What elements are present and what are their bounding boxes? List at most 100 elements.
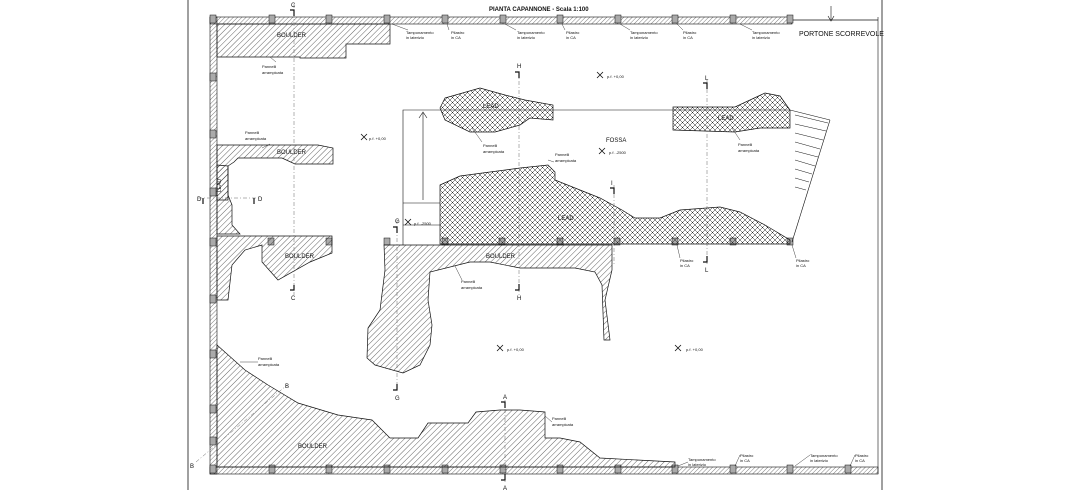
- annotation-text: arrampicata: [555, 158, 577, 163]
- annotation-text: p.f. -2500: [414, 221, 432, 226]
- annotation-text: D: [258, 197, 263, 203]
- annotation-text: I: [611, 181, 613, 187]
- annotation-text: Pannelli: [461, 279, 475, 284]
- lead-zone-pit: [439, 164, 791, 245]
- annotation-text: H: [517, 64, 521, 70]
- annotation-text: C: [291, 296, 296, 302]
- annotation-text: arrampicata: [552, 422, 574, 427]
- annotation-text: G: [395, 396, 400, 402]
- annotation-text: arrampicata: [262, 70, 284, 75]
- annotation-text: Pannelli: [738, 142, 752, 147]
- annotation-text: in laterizio: [630, 35, 649, 40]
- section-letters: C C H H L L I G G A A D D B B: [190, 3, 709, 490]
- annotation-text: Pilastro: [740, 453, 754, 458]
- annotation-text: A: [503, 395, 507, 401]
- zone-label-lead-2: LEAD: [718, 116, 734, 122]
- level-labels: p.f. +0,00 p.f. +0,00 p.f. -2500 p.f. -2…: [369, 74, 704, 352]
- boulder-zone-lower-left: [216, 235, 333, 301]
- annotation-text: Pilastro: [683, 30, 697, 35]
- annotation-text: B: [190, 464, 194, 470]
- annotation-text: in CA: [855, 458, 865, 463]
- boulder-zone-mid-left: [216, 144, 334, 235]
- sheet-frame: [187, 0, 883, 490]
- section-markers: [202, 9, 708, 481]
- zone-label-boulder-1: BOULDER: [277, 33, 307, 39]
- zone-label-boulder-4: BOULDER: [486, 254, 516, 260]
- pit-staircase: [794, 114, 829, 191]
- annotation-text: p.f. +0,00: [507, 347, 525, 352]
- door-arrow-icon: [827, 6, 835, 22]
- climbing-zones: [216, 23, 791, 468]
- section-lines: [195, 4, 708, 482]
- annotation-text: D: [197, 197, 202, 203]
- zone-label-boulder-3: BOULDER: [285, 254, 315, 260]
- annotation-text: in CA: [680, 263, 690, 268]
- door-label: PORTONE SCORREVOLE: [799, 31, 884, 38]
- annotation-text: Pilastro: [451, 30, 465, 35]
- boulder-zone-center: [366, 244, 613, 374]
- lead-zone-top: [439, 87, 554, 133]
- annotation-text: in laterizio: [688, 462, 707, 467]
- annotation-text: in laterizio: [752, 35, 771, 40]
- annotation-text: Tamponamento: [752, 30, 780, 35]
- annotation-text: Pilastro: [796, 258, 810, 263]
- zone-label-boulder-5: BOULDER: [298, 444, 328, 450]
- annotation-text: arrampicata: [461, 285, 483, 290]
- annotation-text: in laterizio: [406, 35, 425, 40]
- annotation-text: arrampicata: [258, 362, 280, 367]
- annotation-text: in CA: [451, 35, 461, 40]
- annotation-text: arrampicata: [483, 149, 505, 154]
- annotation-text: L: [705, 76, 709, 82]
- annotation-text: Pannelli: [245, 130, 259, 135]
- annotation-text: Pannelli: [552, 416, 566, 421]
- annotation-text: p.f. +0,00: [369, 136, 387, 141]
- zone-label-lead-1: LEAD: [483, 104, 499, 110]
- annotation-text: p.f. -2500: [609, 150, 627, 155]
- annotation-text: Tamponamento: [406, 30, 434, 35]
- annotation-text: arrampicata: [245, 136, 267, 141]
- annotation-text: in CA: [683, 35, 693, 40]
- boulder-zone-bottom: [216, 344, 676, 468]
- boulder-zone-top-left: [216, 23, 391, 59]
- annotation-text: in laterizio: [517, 35, 536, 40]
- annotation-text: A: [503, 486, 507, 490]
- annotation-text: Tamponamento: [517, 30, 545, 35]
- note-leaders: [240, 23, 856, 467]
- plan-title: PIANTA CAPANNONE - Scala 1:100: [489, 7, 589, 13]
- annotation-text: H: [517, 296, 521, 302]
- annotation-text: p.f. +0,00: [607, 74, 625, 79]
- zone-labels: BOULDER BOULDER BOULDER BOULDER BOULDER …: [217, 33, 734, 450]
- annotation-text: arrampicata: [738, 148, 760, 153]
- zone-label-fossa: FOSSA: [606, 138, 626, 144]
- annotation-text: Pilastro: [680, 258, 694, 263]
- annotation-text: Pannelli: [555, 152, 569, 157]
- annotation-text: Pannelli: [262, 64, 276, 69]
- annotation-text: Pannelli: [258, 356, 272, 361]
- pit-outline: [402, 109, 831, 245]
- annotation-text: in laterizio: [810, 458, 829, 463]
- annotation-text: in CA: [740, 458, 750, 463]
- annotation-text: Pannelli: [483, 143, 497, 148]
- level-symbols: [360, 71, 682, 352]
- annotation-text: in CA: [796, 263, 806, 268]
- annotation-text: Pilastro: [566, 30, 580, 35]
- annotation-text: in CA: [566, 35, 576, 40]
- annotation-text: p.f. +0,00: [686, 347, 704, 352]
- lead-zone-left-wall: [216, 164, 229, 201]
- annotation-text: Tamponamento: [630, 30, 658, 35]
- annotation-text: B: [285, 384, 289, 390]
- annotation-text: L: [705, 268, 709, 274]
- annotation-text: Tamponamento: [688, 457, 716, 462]
- annotation-text: Pilastro: [855, 453, 869, 458]
- lead-zone-right: [672, 92, 791, 133]
- annotation-text: G: [395, 219, 400, 225]
- zone-label-boulder-2: BOULDER: [277, 150, 307, 156]
- zone-label-lead-3: LEAD: [558, 216, 574, 222]
- annotation-text: C: [291, 3, 296, 9]
- zone-label-lead-4: LEAD: [217, 179, 223, 192]
- annotation-text: Tamponamento: [810, 453, 838, 458]
